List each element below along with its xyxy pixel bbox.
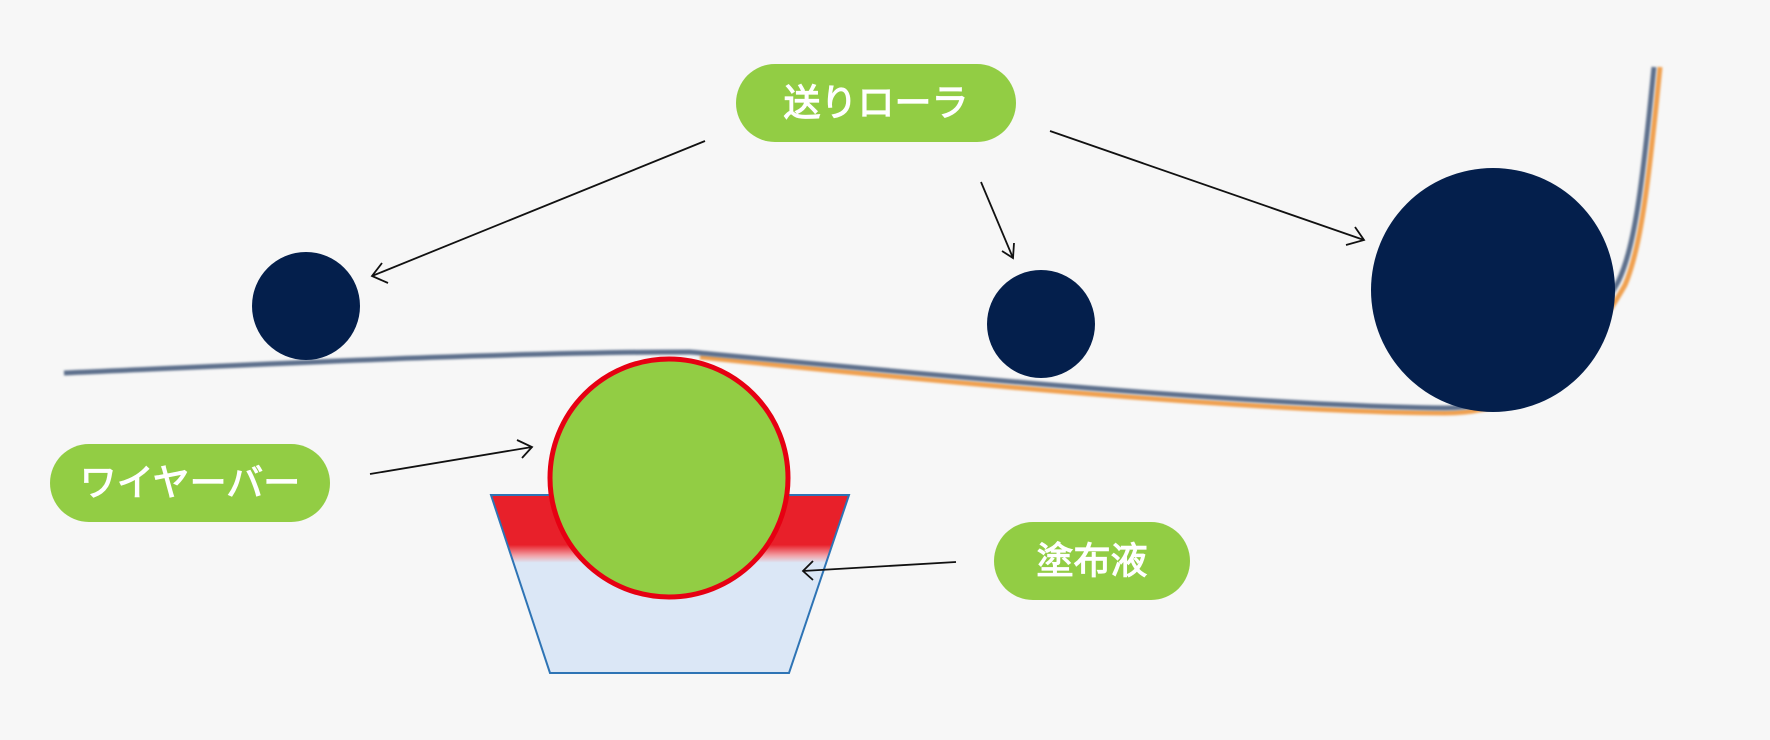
arrow-head-middle-roller bbox=[1001, 242, 1015, 260]
arrow-to-wire-bar bbox=[369, 446, 533, 475]
feed-roller-middle bbox=[987, 270, 1095, 378]
wire-bar-circle bbox=[547, 356, 791, 600]
feed-roller-right bbox=[1371, 168, 1615, 412]
feed-roller-left bbox=[252, 252, 360, 360]
arrow-head-coating-liquid bbox=[801, 560, 814, 581]
film-web-line bbox=[63, 66, 1657, 411]
label-wire-bar: ワイヤーバー bbox=[50, 444, 330, 522]
label-wire-bar-text: ワイヤーバー bbox=[80, 462, 301, 505]
arrow-head-wire-bar bbox=[516, 439, 534, 459]
label-feed-roller-pill bbox=[736, 64, 1016, 142]
arrow-to-coating-liquid bbox=[802, 561, 957, 572]
arrow-to-middle-roller bbox=[980, 181, 1014, 259]
label-feed-roller-text: 送りローラ bbox=[784, 82, 969, 125]
film-web bbox=[63, 66, 1663, 416]
arrow-head-right-roller bbox=[1345, 226, 1366, 246]
label-coating-liquid: 塗布液 bbox=[994, 522, 1190, 600]
label-coating-liquid-pill bbox=[994, 522, 1190, 600]
label-wire-bar-pill bbox=[50, 444, 330, 522]
label-feed-roller: 送りローラ bbox=[736, 64, 1016, 142]
arrows bbox=[369, 130, 1366, 581]
film-web-underside bbox=[699, 66, 1663, 416]
arrow-to-left-roller bbox=[371, 140, 706, 277]
arrow-head-left-roller bbox=[370, 262, 389, 284]
label-coating-liquid-text: 塗布液 bbox=[1037, 540, 1148, 583]
arrow-to-right-roller bbox=[1049, 130, 1365, 241]
